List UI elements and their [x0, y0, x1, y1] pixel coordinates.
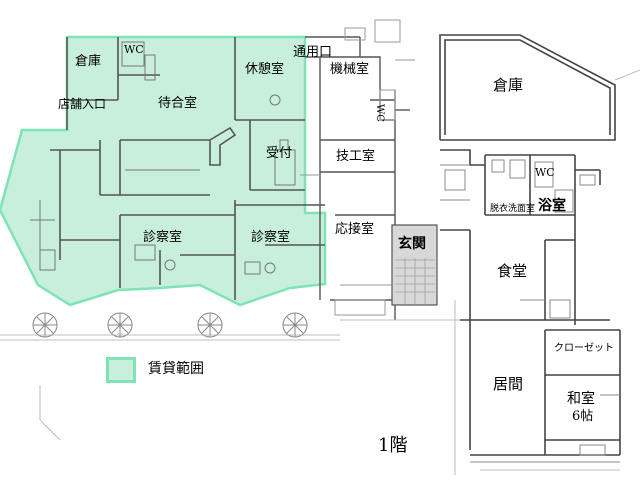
room-lounge: 休憩室 [245, 62, 285, 77]
room-storage-right: 倉庫 [493, 76, 524, 94]
room-wc-right: WC [535, 166, 555, 179]
room-japanese-size: 6帖 [572, 409, 594, 424]
room-bathroom: 浴室 [538, 198, 566, 214]
room-store-entrance: 店舗入口 [58, 97, 107, 111]
room-exam-2: 診察室 [251, 230, 291, 245]
residence-fixtures [440, 159, 620, 463]
room-japanese: 和室 [567, 391, 595, 407]
room-wc-left: WC [124, 43, 144, 56]
rental-area [0, 35, 327, 307]
middle-section-faint [300, 19, 415, 316]
residence-walls [440, 149, 621, 456]
room-washroom: 脱衣洗面室 [490, 204, 536, 214]
rental-walls [50, 37, 325, 300]
legend-label: 賃貸範囲 [148, 361, 204, 377]
room-exam-1: 診察室 [143, 230, 183, 245]
room-service-entrance: 通用口 [293, 45, 333, 60]
room-entrance: 玄関 [398, 236, 426, 252]
room-closet: クローゼット [554, 343, 614, 354]
room-reception: 受付 [266, 146, 293, 161]
trees [32, 312, 308, 338]
rental-fixtures [30, 41, 296, 275]
room-storage-left: 倉庫 [75, 54, 102, 69]
room-technician: 技工室 [336, 149, 376, 164]
floor-label: 1階 [378, 435, 408, 456]
legend-swatch [106, 357, 136, 383]
room-drawing: 応接室 [335, 222, 375, 237]
room-wc-middle: WC [374, 104, 385, 122]
room-living: 居間 [493, 375, 524, 393]
room-waiting: 待合室 [158, 96, 198, 111]
room-machine: 機械室 [330, 62, 370, 77]
room-dining: 食堂 [497, 262, 528, 280]
right-storage [439, 34, 616, 141]
site-boundary [0, 69, 640, 475]
